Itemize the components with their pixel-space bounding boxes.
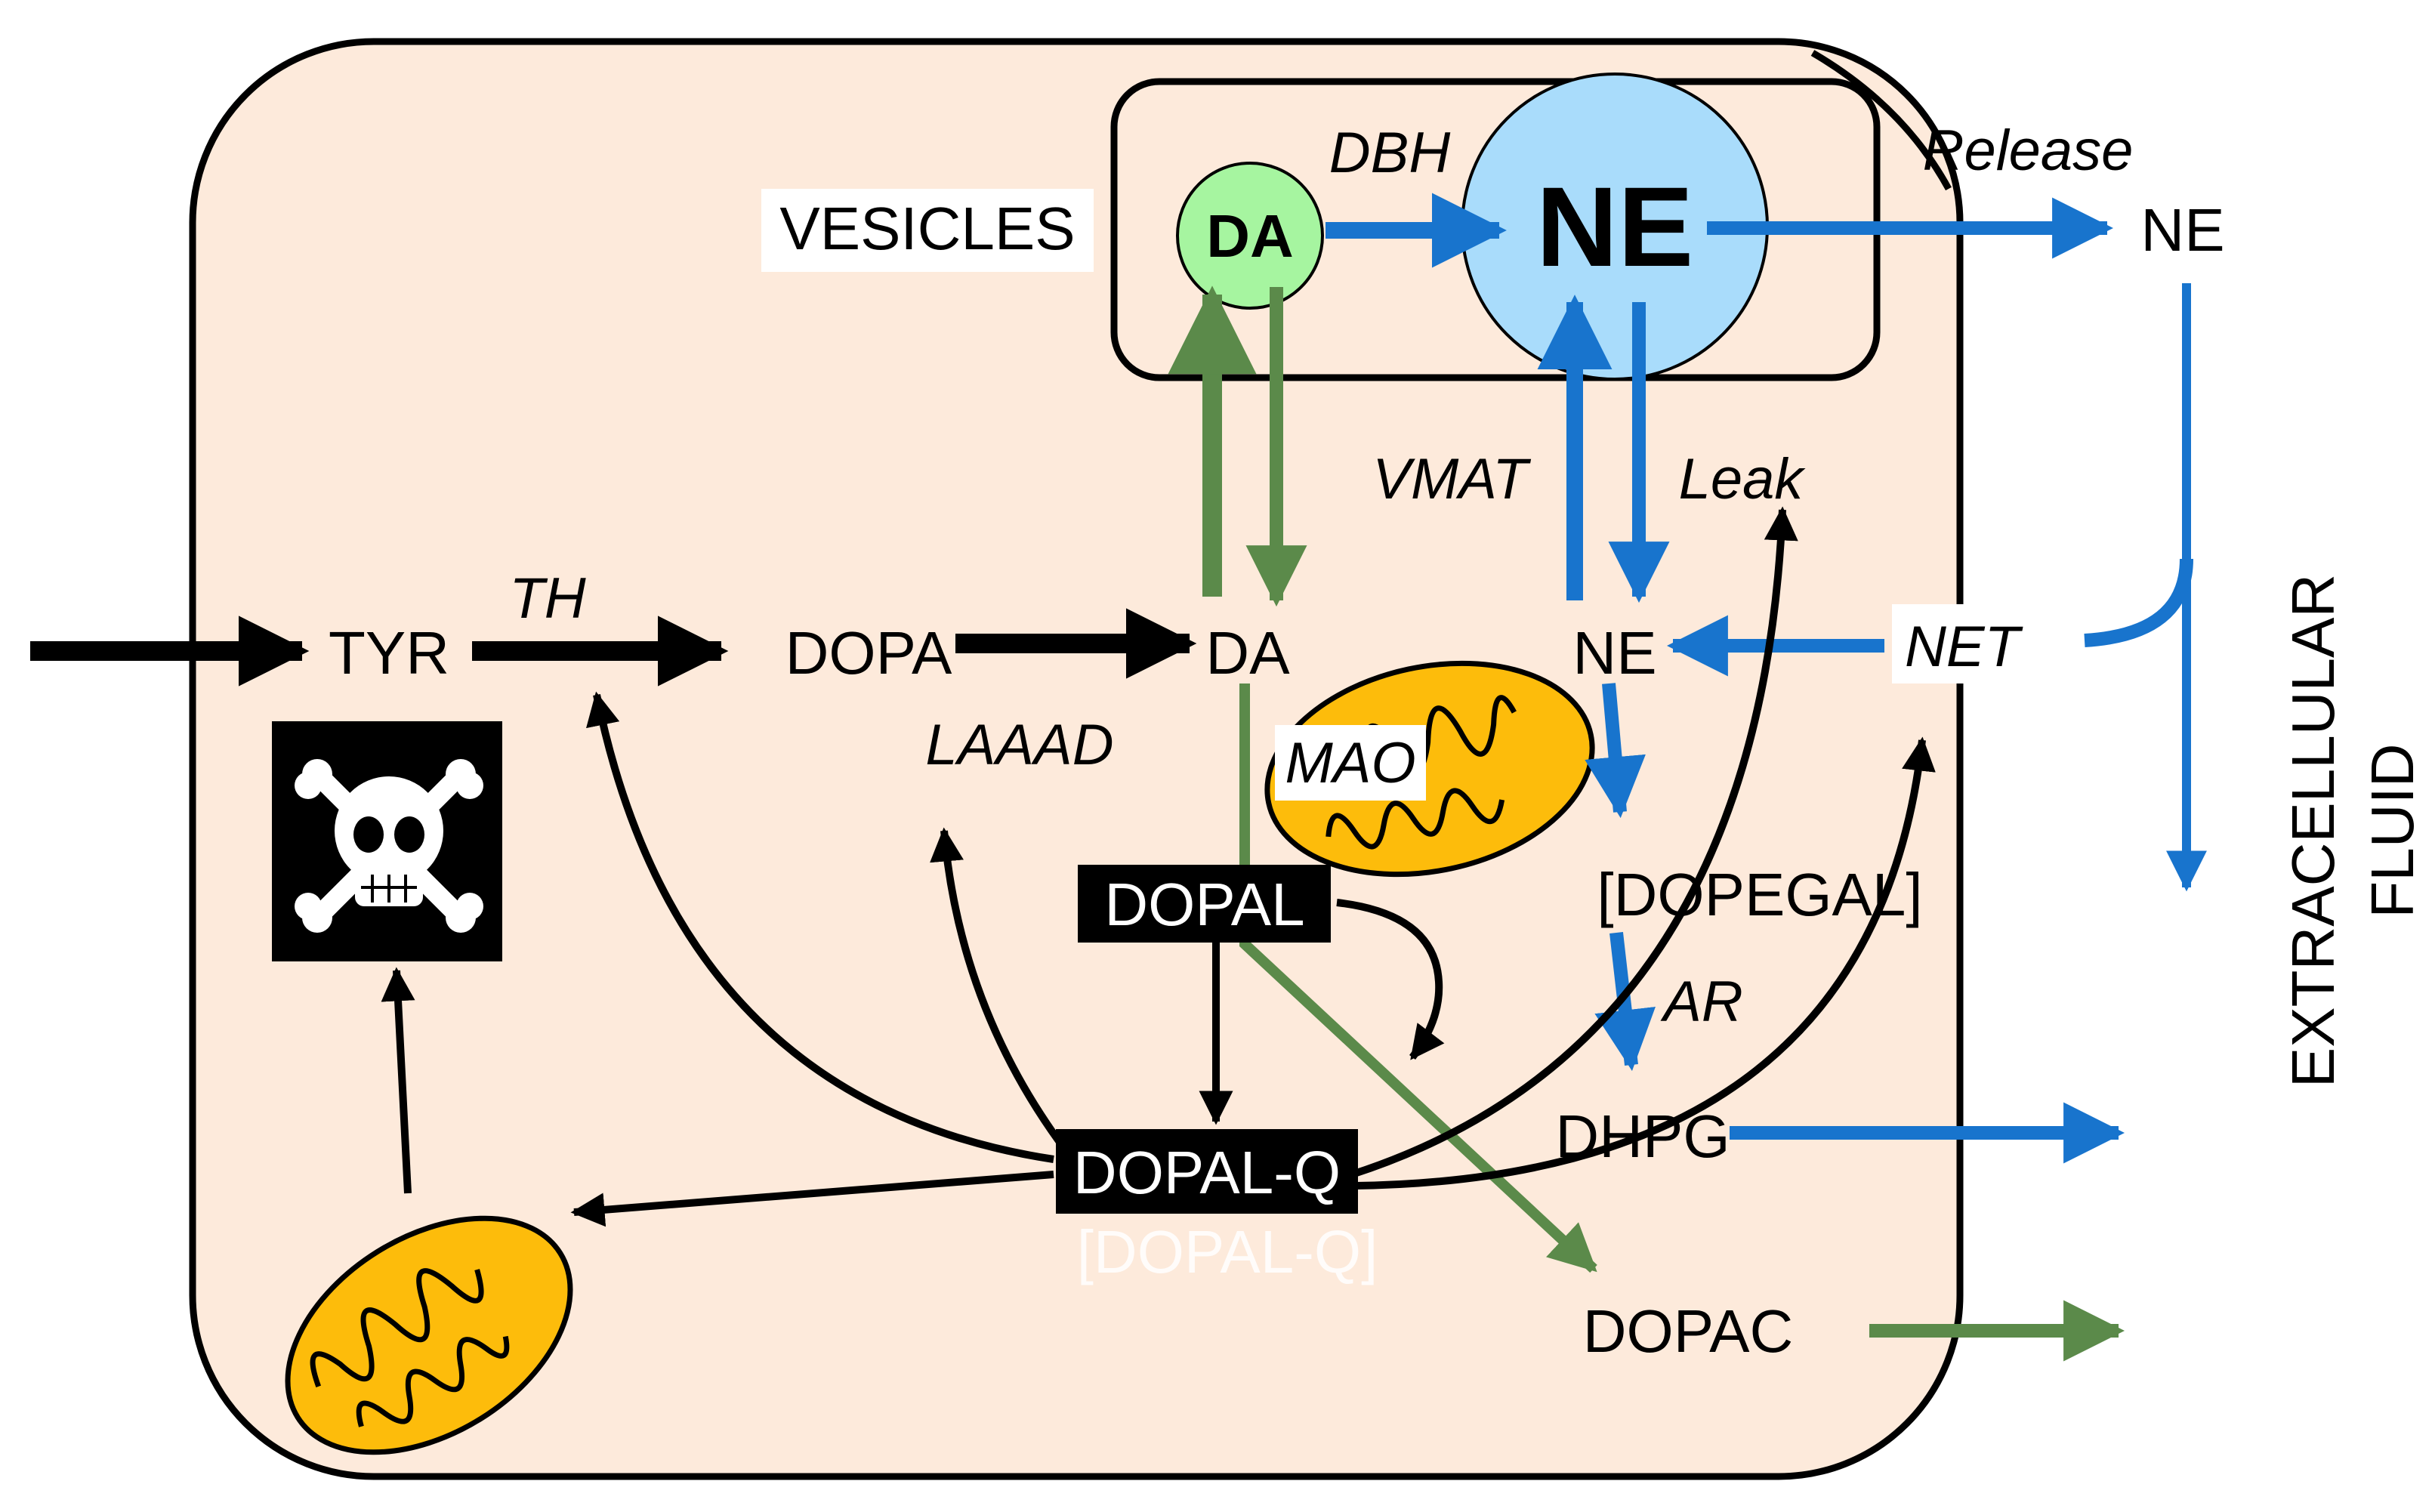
extracellular-label-line1: EXTRACELLULAR	[2279, 574, 2347, 1088]
dopalq-to-net-arc	[1355, 736, 1936, 1190]
extracellular-fluid-label: EXTRACELLULAR FLUID	[2279, 574, 2426, 1088]
ne-extracellular-label: NE	[2140, 196, 2224, 264]
cell-body	[189, 38, 1964, 1480]
dopalq-to-mitochondrion-arrow	[570, 1171, 1054, 1227]
da-vesicle-label: DA	[1206, 202, 1294, 270]
laaad-label: LAAAD	[925, 713, 1113, 777]
ar-label: AR	[1660, 970, 1743, 1034]
vesicles-label-bg	[761, 189, 1094, 272]
net-label: NET	[1905, 615, 2023, 679]
dopalq-label: DOPAL-Q	[1073, 1139, 1341, 1206]
skull-crossbones-icon	[272, 721, 502, 961]
da-to-dopac-arrow	[1239, 683, 1597, 1273]
ne-cytosol-label: NE	[1572, 619, 1656, 687]
net-label-bg	[1892, 604, 2032, 683]
dopalq-to-th-arc	[586, 691, 1054, 1163]
dopalq-ghost-label: [DOPAL-Q]	[1077, 1218, 1378, 1285]
mao-label-bg	[1275, 725, 1426, 801]
extracellular-label-line2: FLUID	[2359, 743, 2426, 918]
leak-label: Leak	[1679, 447, 1807, 511]
dopalq-to-vmat-arc	[1350, 506, 1798, 1178]
dopalq-to-laaad-arc	[930, 827, 1065, 1146]
mitochondrion-to-toxicity-arrow	[381, 967, 415, 1194]
dbh-label: DBH	[1329, 121, 1451, 185]
ne-vesicle-label: NE	[1536, 163, 1693, 290]
dopal-box	[1078, 865, 1331, 943]
vesicles-label: VESICLES	[779, 195, 1075, 262]
dopa-label: DOPA	[785, 619, 952, 687]
ne-to-net-branch	[2084, 558, 2193, 647]
dopal-label: DOPAL	[1104, 871, 1304, 938]
membrane-exit-curve	[1810, 50, 1952, 191]
mao-label: MAO	[1285, 731, 1415, 795]
th-label: TH	[509, 566, 585, 631]
tyr-label: TYR	[329, 619, 449, 687]
dopal-auto-oxidation-arrow	[1336, 899, 1445, 1060]
ne-to-dopegal-arrow	[1585, 683, 1646, 819]
dopalq-box	[1056, 1129, 1358, 1214]
vmat-label: VMAT	[1372, 447, 1531, 511]
release-label: Release	[1923, 119, 2134, 183]
da-cytosol-label: DA	[1205, 619, 1290, 687]
dopac-label: DOPAC	[1583, 1298, 1794, 1365]
mitochondrion-icon	[285, 1215, 573, 1455]
dopegal-label: [DOPEGAL]	[1597, 861, 1922, 928]
